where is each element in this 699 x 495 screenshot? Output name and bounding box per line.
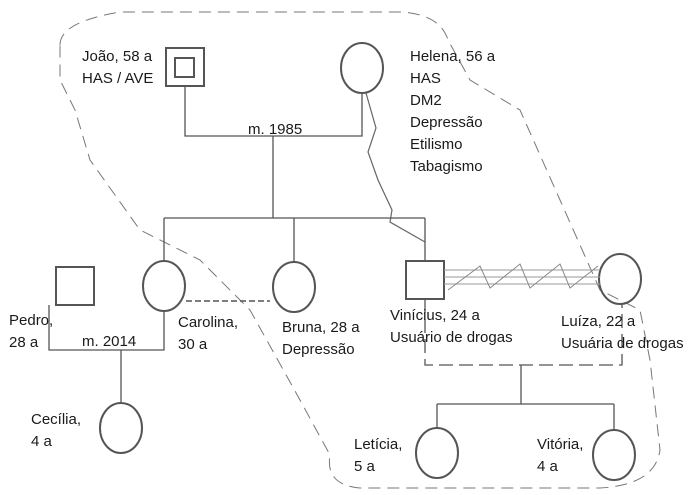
label-cecilia: Cecília, 4 a: [31, 411, 82, 450]
household-boundary: [59, 11, 661, 489]
joao-symbol: [165, 47, 205, 87]
leticia-symbol: [415, 427, 459, 479]
conflict-union-zigzag: [447, 263, 599, 291]
vitoria-symbol: [592, 429, 636, 481]
vinicius-symbol: [405, 260, 445, 300]
label-vitoria: Vitória, 4 a: [537, 436, 584, 475]
label-vinicius: Vinícius, 24 a Usuário de drogas: [390, 307, 513, 346]
label-leticia: Letícia, 5 a: [354, 436, 403, 475]
conflict-line-helena-vinicius: [365, 92, 426, 243]
label-bruna: Bruna, 28 a Depressão: [282, 319, 360, 358]
luiza-symbol: [598, 253, 642, 305]
label-carolina: Carolina, 30 a: [178, 314, 239, 353]
carolina-symbol: [142, 260, 186, 312]
label-joao: João, 58 a HAS / AVE: [82, 48, 154, 87]
cecilia-symbol: [99, 402, 143, 454]
pedro-symbol: [55, 266, 95, 306]
label-pedro: Pedro, 28 a: [9, 312, 54, 351]
helena-symbol: [340, 42, 384, 94]
marriage-line-pedro-carolina: [48, 305, 165, 351]
label-helena: Helena, 56 a HAS DM2 Depressão Etilismo …: [410, 48, 496, 175]
joao-inner-symbol: [174, 57, 195, 78]
cohabitation-line-vinicius-luiza: [424, 299, 623, 366]
label-luiza: Luíza, 22 a Usuária de drogas: [561, 313, 684, 352]
bruna-symbol: [272, 261, 316, 313]
union-label-joao-helena: m. 1985: [248, 121, 303, 138]
union-label-pedro-carolina: m. 2014: [82, 333, 137, 350]
